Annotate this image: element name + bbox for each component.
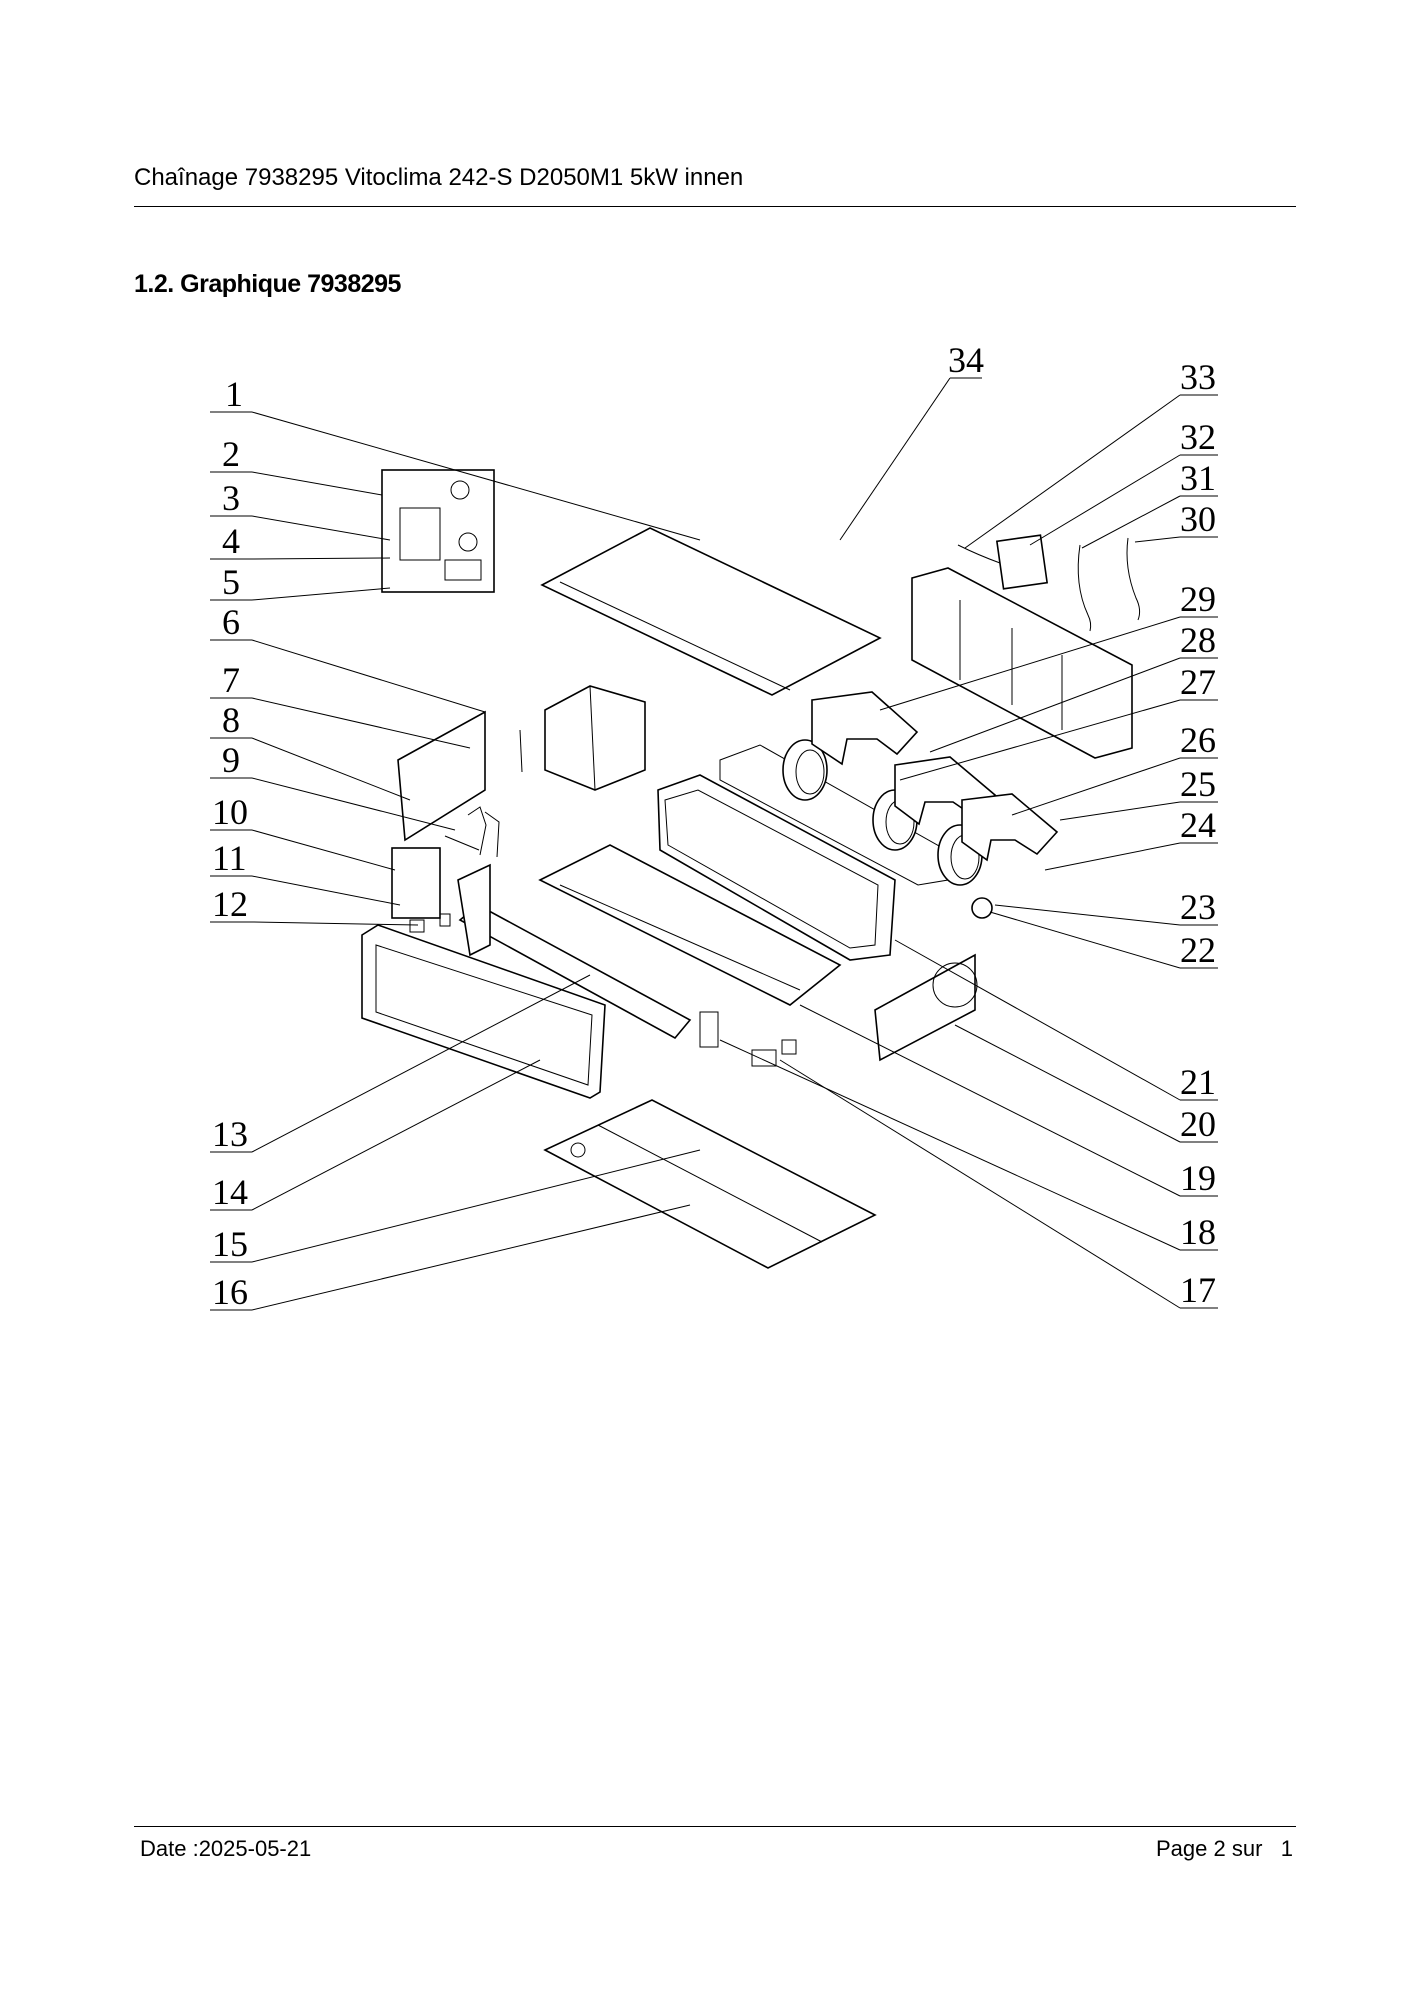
callout-12: 12 (212, 884, 248, 924)
callout-6: 6 (222, 602, 240, 642)
callout-3: 3 (222, 478, 240, 518)
volute-casing-3 (961, 793, 1059, 862)
callout-10: 10 (212, 792, 248, 832)
electric-box-cover (397, 710, 486, 842)
callout-30: 30 (1180, 499, 1216, 539)
callout-11: 11 (212, 838, 247, 878)
callout-7: 7 (222, 660, 240, 700)
callout-2: 2 (222, 434, 240, 474)
page-total: 1 (1280, 1836, 1293, 1861)
wire-harness (957, 544, 1001, 564)
callout-31: 31 (1180, 458, 1216, 498)
callout-14: 14 (212, 1172, 248, 1212)
page-label: Page 2 sur (1156, 1836, 1263, 1861)
callout-29: 29 (1180, 579, 1216, 619)
temperature-sensor-31 (1077, 544, 1092, 632)
callout-34: 34 (948, 340, 984, 380)
callout-16: 16 (212, 1272, 248, 1312)
callout-17: 17 (1180, 1270, 1216, 1310)
callout-5: 5 (222, 562, 240, 602)
callout-19: 19 (1180, 1158, 1216, 1198)
callout-9: 9 (222, 740, 240, 780)
top-cover-panel (540, 527, 882, 696)
display-receiver (995, 534, 1049, 590)
bracket-18 (699, 1011, 719, 1048)
drain-pan (538, 844, 842, 1006)
footer-divider (134, 1826, 1296, 1827)
callout-8: 8 (222, 700, 240, 740)
callout-13: 13 (212, 1114, 248, 1154)
callout-15: 15 (212, 1224, 248, 1264)
fan-motor (971, 897, 993, 919)
electric-box-housing (544, 685, 646, 791)
callout-23: 23 (1180, 887, 1216, 927)
volute-casing-1 (811, 691, 919, 766)
callout-20: 20 (1180, 1104, 1216, 1144)
front-panel-frame (361, 924, 606, 1099)
part-drawings (361, 469, 1141, 1269)
callout-32: 32 (1180, 417, 1216, 457)
temperature-sensor-30 (1126, 537, 1141, 621)
header-divider (134, 206, 1296, 207)
fan-frame (657, 774, 896, 961)
bracket-17 (751, 1049, 777, 1067)
callout-18: 18 (1180, 1212, 1216, 1252)
callout-33: 33 (1180, 357, 1216, 397)
control-box (381, 469, 495, 593)
terminal-block (391, 847, 441, 919)
callouts-left: 1 2 3 4 5 6 7 8 9 10 11 12 13 14 15 16 (212, 374, 248, 1312)
valve-assembly (444, 806, 500, 858)
callout-4: 4 (222, 521, 240, 561)
side-plate-left (457, 863, 491, 957)
footer-page-number: Page 2 sur 1 (1156, 1836, 1293, 1862)
callout-26: 26 (1180, 720, 1216, 760)
section-heading: 1.2. Graphique 7938295 (134, 270, 401, 298)
footer-date: Date :2025-05-21 (140, 1836, 312, 1861)
callouts-right: 34 33 32 31 30 29 28 27 26 25 24 23 22 2… (948, 340, 1216, 1310)
callout-27: 27 (1180, 662, 1216, 702)
callout-1: 1 (225, 374, 243, 414)
leader-lines (210, 377, 1218, 1311)
callout-28: 28 (1180, 620, 1216, 660)
side-plate-right (874, 953, 976, 1062)
blower-wheel-1 (782, 739, 828, 801)
callout-22: 22 (1180, 930, 1216, 970)
callout-21: 21 (1180, 1062, 1216, 1102)
air-filter (911, 567, 1133, 759)
callout-24: 24 (1180, 805, 1216, 845)
document-title: Chaînage 7938295 Vitoclima 242-S D2050M1… (134, 164, 744, 191)
callout-25: 25 (1180, 764, 1216, 804)
